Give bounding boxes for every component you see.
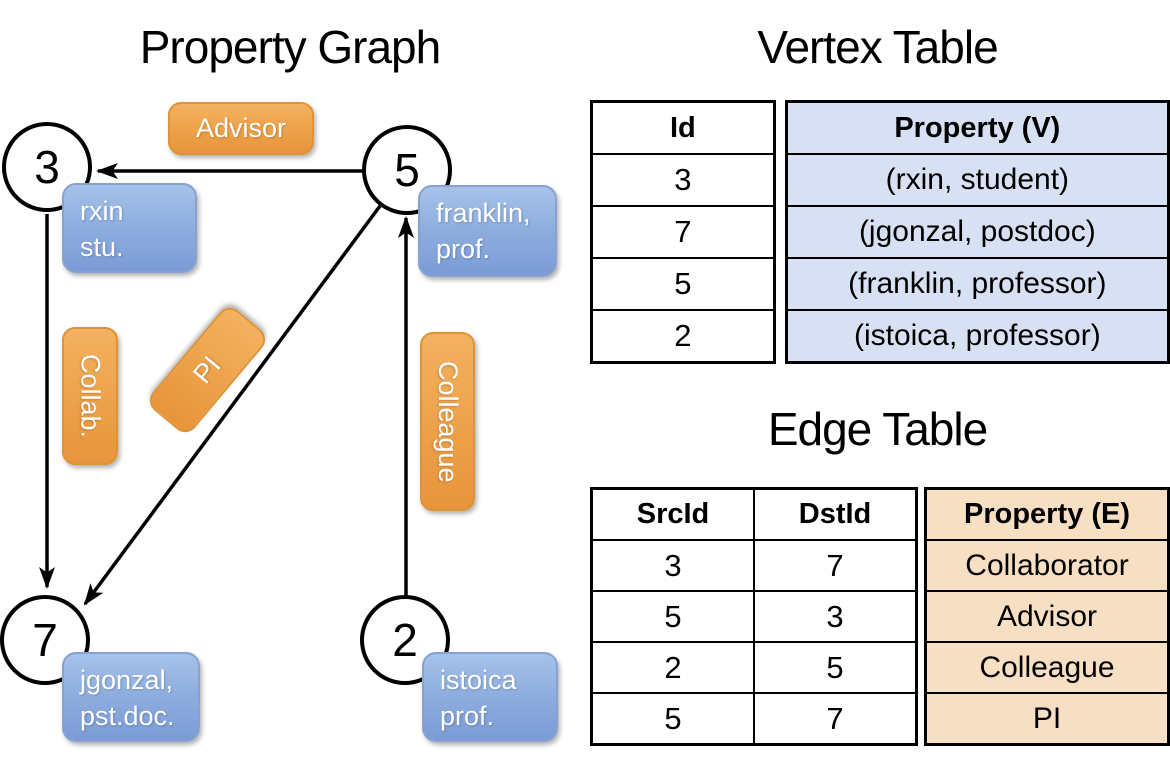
property-graph-title: Property Graph bbox=[139, 21, 441, 73]
property-graph-panel: Property Graph 3 5 7 2 rxin stu. bbox=[0, 0, 580, 760]
vertex-node-2-id: 2 bbox=[392, 614, 418, 666]
vertex-property-column-table: Property (V) (rxin, student) (jgonzal, p… bbox=[784, 100, 1170, 364]
vertex-property-line: pst.doc. bbox=[80, 701, 175, 731]
edge-property-cell: Collaborator bbox=[924, 539, 1170, 592]
vertex-property-line: prof. bbox=[436, 234, 491, 264]
table-row: 3 bbox=[590, 153, 776, 207]
vertex-node-5-id: 5 bbox=[394, 144, 420, 196]
vertex-id-cell: 3 bbox=[590, 153, 776, 207]
vertex-property-cell: (rxin, student) bbox=[785, 153, 1170, 207]
graph-edges-svg bbox=[39, 163, 414, 606]
edge-label-collab: Collab. bbox=[62, 327, 118, 465]
table-row: (rxin, student) bbox=[785, 153, 1170, 207]
vertex-table-title: Vertex Table bbox=[757, 21, 998, 73]
edge-arrow-5-to-7 bbox=[83, 204, 382, 606]
vertex-id-cell: 2 bbox=[590, 309, 776, 364]
table-row: PI bbox=[924, 692, 1170, 746]
edge-dstid-cell: 7 bbox=[753, 692, 918, 746]
edge-dstid-header: DstId bbox=[753, 487, 918, 541]
edge-label-advisor: Advisor bbox=[168, 102, 314, 155]
vertex-id-column-table: Id 3 7 5 2 bbox=[590, 100, 776, 364]
vertex-property-cell: (franklin, professor) bbox=[785, 257, 1170, 311]
edge-id-columns-table: SrcId DstId 3 7 5 3 2 5 5 7 bbox=[590, 487, 918, 746]
edge-srcid-header: SrcId bbox=[590, 487, 755, 541]
edge-property-column-table: Property (E) Collaborator Advisor Collea… bbox=[924, 487, 1170, 746]
edge-property-cell: PI bbox=[924, 692, 1170, 746]
edge-srcid-cell: 3 bbox=[590, 539, 755, 592]
table-row: 3 7 bbox=[590, 539, 918, 592]
vertex-id-header: Id bbox=[590, 100, 776, 155]
edge-dstid-cell: 7 bbox=[753, 539, 918, 592]
vertex-property-box-7: jgonzal, pst.doc. bbox=[62, 652, 200, 742]
vertex-property-box-2: istoica prof. bbox=[422, 652, 558, 742]
vertex-property-box-3: rxin stu. bbox=[62, 183, 197, 273]
vertex-property-line: jgonzal, bbox=[80, 665, 174, 695]
edge-srcid-cell: 2 bbox=[590, 641, 755, 694]
vertex-property-box-5: franklin, prof. bbox=[418, 185, 557, 277]
vertex-property-line: istoica bbox=[440, 665, 517, 695]
edge-dstid-cell: 5 bbox=[753, 641, 918, 694]
table-row: (jgonzal, postdoc) bbox=[785, 205, 1170, 259]
vertex-node-5: 5 bbox=[362, 125, 452, 215]
edge-srcid-cell: 5 bbox=[590, 590, 755, 643]
vertex-property-line: franklin, bbox=[436, 198, 531, 228]
table-row: 5 bbox=[590, 257, 776, 311]
edge-property-header: Property (E) bbox=[924, 487, 1170, 541]
edge-property-cell: Advisor bbox=[924, 590, 1170, 643]
vertex-property-line: rxin bbox=[80, 196, 124, 226]
vertex-node-3-id: 3 bbox=[34, 141, 60, 193]
table-row: 7 bbox=[590, 205, 776, 259]
table-row: 2 5 bbox=[590, 641, 918, 694]
table-row: 5 7 bbox=[590, 692, 918, 746]
vertex-node-7-id: 7 bbox=[32, 614, 58, 666]
vertex-property-header: Property (V) bbox=[785, 100, 1170, 155]
table-row: Collaborator bbox=[924, 539, 1170, 592]
vertex-id-cell: 7 bbox=[590, 205, 776, 259]
vertex-property-line: stu. bbox=[80, 232, 124, 262]
edge-dstid-cell: 3 bbox=[753, 590, 918, 643]
vertex-property-line: prof. bbox=[440, 701, 495, 731]
table-row: 2 bbox=[590, 309, 776, 364]
vertex-id-cell: 5 bbox=[590, 257, 776, 311]
vertex-property-cell: (istoica, professor) bbox=[785, 309, 1170, 364]
table-row: Advisor bbox=[924, 590, 1170, 643]
vertex-table: Id 3 7 5 2 Property (V) (rxin, student) … bbox=[590, 100, 1170, 364]
edge-table-title: Edge Table bbox=[767, 403, 988, 455]
table-row: (istoica, professor) bbox=[785, 309, 1170, 364]
edge-label-colleague: Colleague bbox=[420, 332, 475, 511]
table-row: Colleague bbox=[924, 641, 1170, 694]
table-row: 5 3 bbox=[590, 590, 918, 643]
edge-property-cell: Colleague bbox=[924, 641, 1170, 694]
edge-table: SrcId DstId 3 7 5 3 2 5 5 7 Property (E)… bbox=[590, 487, 1170, 746]
table-row: (franklin, professor) bbox=[785, 257, 1170, 311]
vertex-property-cell: (jgonzal, postdoc) bbox=[785, 205, 1170, 259]
edge-srcid-cell: 5 bbox=[590, 692, 755, 746]
vertex-node-2: 2 bbox=[360, 595, 450, 685]
